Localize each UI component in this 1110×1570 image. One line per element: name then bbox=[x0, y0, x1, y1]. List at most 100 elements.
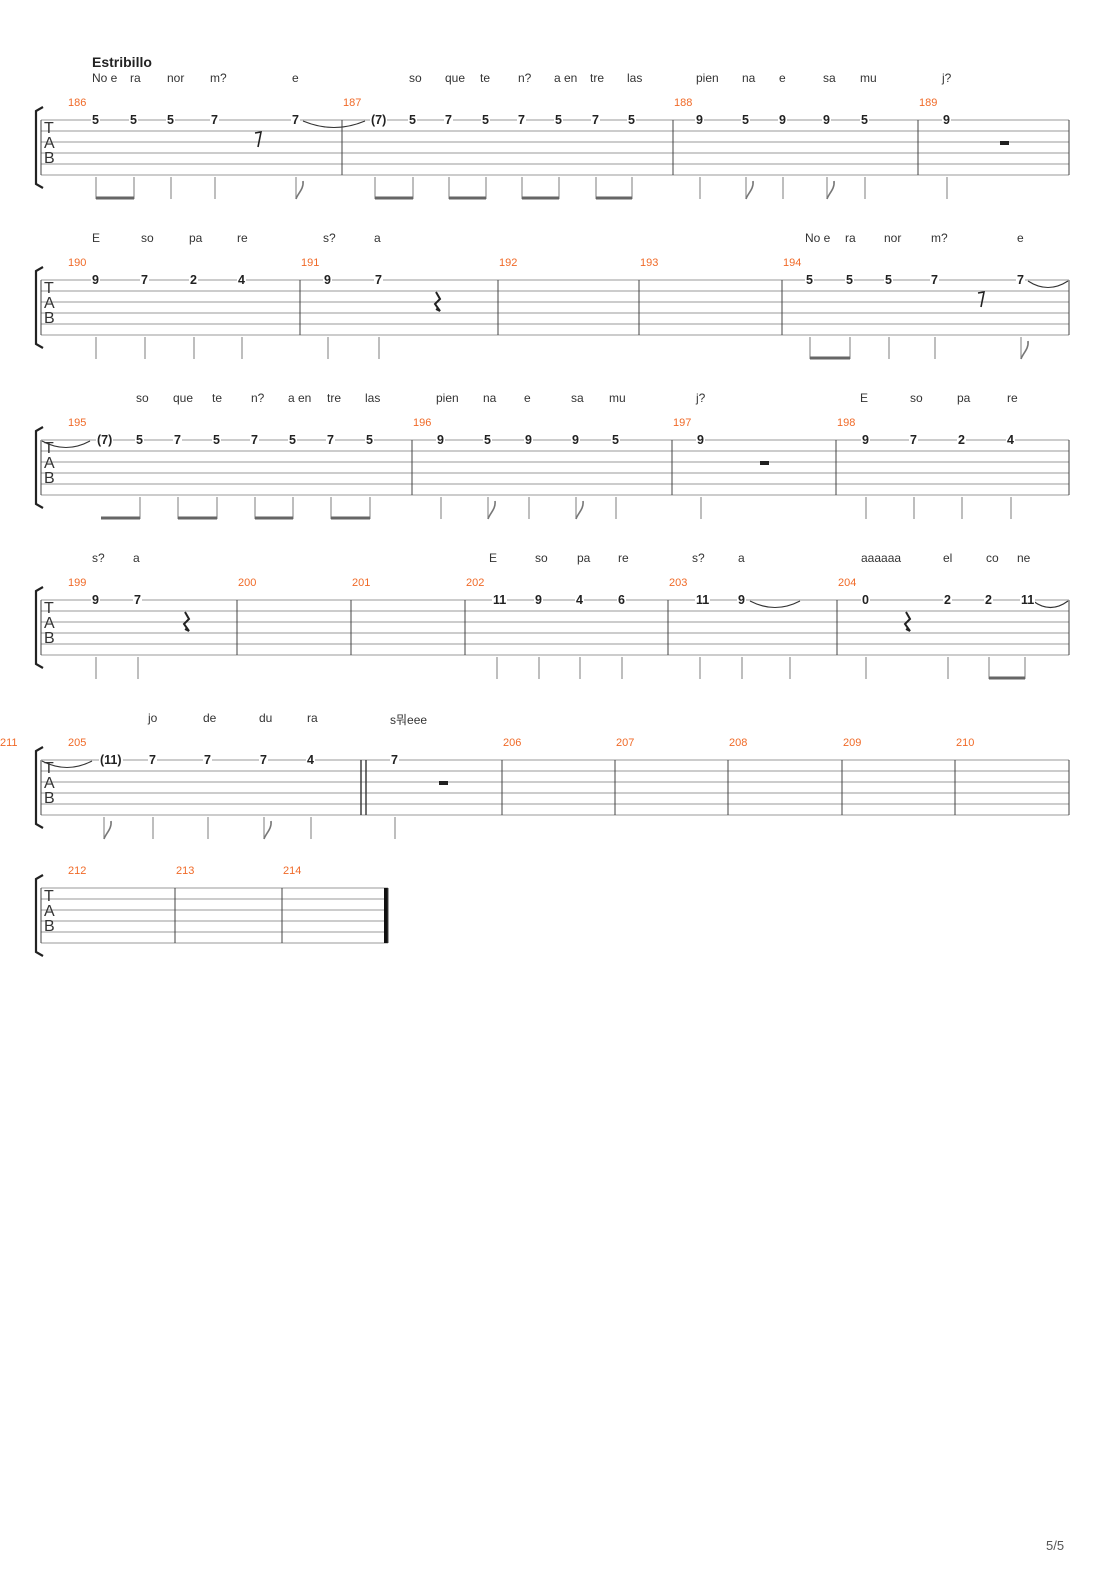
fret-number: 5 bbox=[884, 273, 893, 287]
lyric-syllable: a bbox=[374, 231, 381, 245]
lyric-syllable: nor bbox=[884, 231, 902, 245]
lyric-syllable: las bbox=[627, 71, 643, 85]
tab-clef-b: B bbox=[44, 790, 55, 807]
lyric-syllable: No e bbox=[92, 71, 118, 85]
fret-number: 5 bbox=[212, 433, 221, 447]
fret-number: 7 bbox=[517, 113, 526, 127]
lyric-syllable: E bbox=[860, 391, 869, 405]
fret-number: 9 bbox=[737, 593, 746, 607]
lyric-syllable: nor bbox=[167, 71, 185, 85]
tab-clef-a: A bbox=[44, 775, 55, 792]
fret-number: 11 bbox=[492, 593, 508, 607]
fret-number: 5 bbox=[860, 113, 869, 127]
fret-number: 5 bbox=[408, 113, 417, 127]
fret-number: 7 bbox=[930, 273, 939, 287]
measure-number: 197 bbox=[673, 417, 692, 429]
fret-number: 7 bbox=[1016, 273, 1025, 287]
measure-number: 209 bbox=[843, 737, 862, 749]
fret-number: 9 bbox=[534, 593, 543, 607]
fret-number: 5 bbox=[554, 113, 563, 127]
tie-arc bbox=[749, 600, 801, 609]
lyric-syllable: du bbox=[259, 711, 273, 725]
measure-number: 193 bbox=[640, 257, 659, 269]
eighth-rest bbox=[254, 131, 263, 148]
lyric-syllable: las bbox=[365, 391, 381, 405]
lyric-syllable: so bbox=[409, 71, 422, 85]
fret-number: 5 bbox=[741, 113, 750, 127]
lyric-syllable: e bbox=[1017, 231, 1024, 245]
lyric-syllable: pa bbox=[957, 391, 971, 405]
eighth-rest bbox=[977, 291, 986, 308]
fret-number: 5 bbox=[365, 433, 374, 447]
half-rest bbox=[439, 781, 448, 785]
measure-number: 190 bbox=[68, 257, 87, 269]
lyric-syllable: n? bbox=[251, 391, 265, 405]
tab-clef-b: B bbox=[44, 918, 55, 935]
fret-number: 11 bbox=[1020, 593, 1036, 607]
lyric-syllable: m? bbox=[931, 231, 948, 245]
fret-number: 5 bbox=[166, 113, 175, 127]
fret-number: 5 bbox=[129, 113, 138, 127]
eighth-flag bbox=[295, 180, 304, 200]
lyric-syllable: m? bbox=[210, 71, 227, 85]
tab-clef-a: A bbox=[44, 295, 55, 312]
half-rest bbox=[760, 461, 769, 465]
lyric-syllable: na bbox=[483, 391, 497, 405]
fret-number: 4 bbox=[1006, 433, 1015, 447]
tab-clef-t: T bbox=[44, 600, 54, 617]
fret-number: 7 bbox=[133, 593, 142, 607]
tab-clef-t: T bbox=[44, 760, 54, 777]
tab-clef-t: T bbox=[44, 888, 54, 905]
fret-number: 5 bbox=[135, 433, 144, 447]
lyric-syllable: so bbox=[141, 231, 154, 245]
lyric-syllable: ra bbox=[130, 71, 141, 85]
fret-number: 7 bbox=[259, 753, 268, 767]
fret-number: 9 bbox=[323, 273, 332, 287]
tab-clef-t: T bbox=[44, 440, 54, 457]
measure-number: 204 bbox=[838, 577, 857, 589]
lyric-syllable: tre bbox=[327, 391, 342, 405]
measure-number: 205 bbox=[68, 737, 87, 749]
quarter-rest bbox=[433, 291, 442, 312]
lyric-syllable: re bbox=[237, 231, 248, 245]
tab-clef-b: B bbox=[44, 310, 55, 327]
fret-number: (11) bbox=[99, 753, 123, 767]
eighth-beam bbox=[522, 196, 559, 200]
fret-number: 0 bbox=[861, 593, 870, 607]
fret-number: 9 bbox=[571, 433, 580, 447]
tie-arc bbox=[41, 440, 91, 449]
lyric-syllable: na bbox=[742, 71, 756, 85]
fret-number: 7 bbox=[210, 113, 219, 127]
fret-number: 5 bbox=[627, 113, 636, 127]
lyric-syllable: el bbox=[943, 551, 953, 565]
fret-number: 4 bbox=[575, 593, 584, 607]
fret-number: 9 bbox=[695, 113, 704, 127]
lyric-syllable: te bbox=[212, 391, 223, 405]
eighth-flag bbox=[826, 180, 835, 200]
lyric-syllable: ra bbox=[307, 711, 318, 725]
fret-number: (7) bbox=[96, 433, 114, 447]
quarter-rest bbox=[182, 611, 191, 632]
tab-clef-b: B bbox=[44, 150, 55, 167]
measure-number: 189 bbox=[919, 97, 938, 109]
lyric-syllable: so bbox=[136, 391, 149, 405]
fret-number: 5 bbox=[611, 433, 620, 447]
fret-number: 2 bbox=[984, 593, 993, 607]
measure-number: 213 bbox=[176, 865, 195, 877]
tie-arc bbox=[302, 120, 366, 128]
lyric-syllable: a bbox=[133, 551, 140, 565]
tie-arc bbox=[1027, 280, 1069, 289]
lyric-syllable: a en bbox=[554, 71, 578, 85]
lyric-syllable: a bbox=[738, 551, 745, 565]
lyric-syllable: aaaaaa bbox=[861, 551, 902, 565]
lyric-syllable: que bbox=[445, 71, 466, 85]
eighth-beam bbox=[255, 516, 293, 520]
fret-number: 7 bbox=[909, 433, 918, 447]
measure-number: 187 bbox=[343, 97, 362, 109]
lyric-syllable: ne bbox=[1017, 551, 1031, 565]
lyric-syllable: mu bbox=[609, 391, 626, 405]
system-bracket bbox=[34, 106, 44, 189]
measure-number: 198 bbox=[837, 417, 856, 429]
lyric-syllable: j? bbox=[696, 391, 706, 405]
